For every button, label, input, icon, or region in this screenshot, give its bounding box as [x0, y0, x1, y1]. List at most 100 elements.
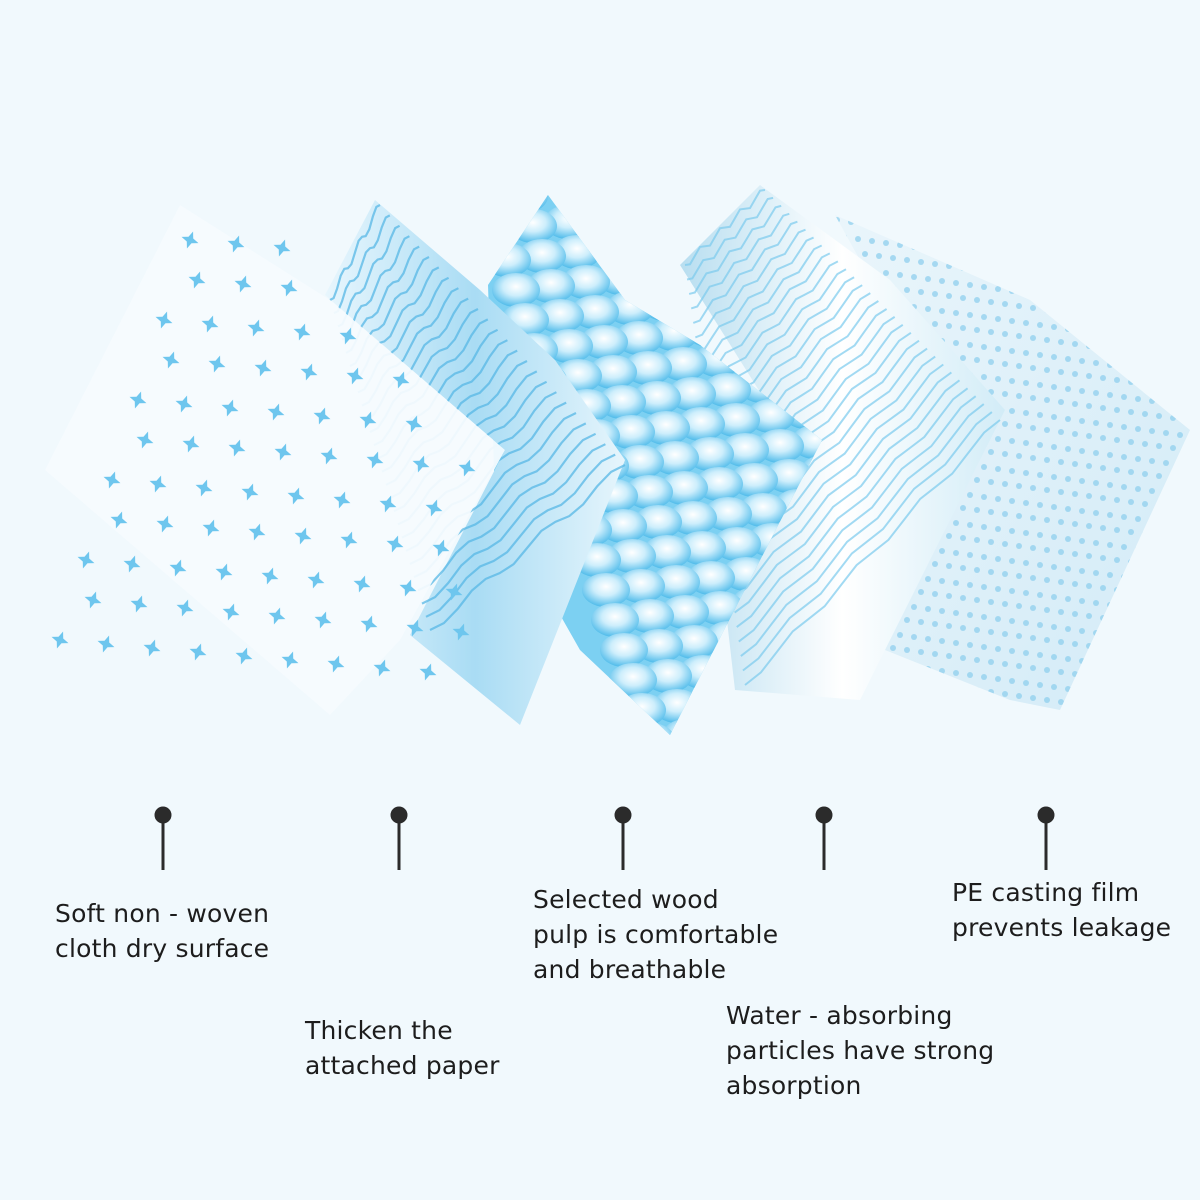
film-dot	[918, 619, 924, 625]
film-dot	[1030, 545, 1036, 551]
cloth-star	[77, 551, 95, 569]
film-dot	[1065, 446, 1071, 452]
film-dot	[1170, 625, 1176, 631]
film-dot	[1058, 489, 1064, 495]
film-dot	[1051, 654, 1057, 660]
cloth-star	[307, 571, 325, 589]
cloth-star	[340, 531, 358, 549]
film-dot	[967, 612, 973, 618]
film-dot	[953, 520, 959, 526]
cloth-star	[123, 555, 141, 573]
film-dot	[1156, 743, 1162, 749]
film-dot	[1142, 411, 1148, 417]
film-dot	[960, 715, 966, 721]
film-dot	[995, 646, 1001, 652]
pulp-bubble	[662, 719, 710, 735]
film-dot	[1128, 559, 1134, 565]
film-dot	[974, 717, 980, 723]
film-dot	[1030, 365, 1036, 371]
film-dot	[1149, 338, 1155, 344]
film-dot	[1163, 610, 1169, 616]
film-dot	[1093, 330, 1099, 336]
film-dot	[1170, 685, 1176, 691]
film-dot	[1093, 450, 1099, 456]
cloth-star-shape	[222, 603, 240, 621]
film-dot	[1086, 403, 1092, 409]
film-dot	[1086, 343, 1092, 349]
film-dot	[1121, 424, 1127, 430]
film-dot	[1009, 348, 1015, 354]
film-dot	[1142, 381, 1148, 387]
cloth-star-shape	[189, 643, 207, 661]
film-dot	[960, 685, 966, 691]
film-dot	[1149, 278, 1155, 284]
film-dot	[1009, 468, 1015, 474]
film-dot	[932, 711, 938, 717]
film-dot	[953, 340, 959, 346]
film-dot	[1044, 457, 1050, 463]
film-dot	[995, 466, 1001, 472]
pulp-bubble	[509, 209, 557, 243]
film-dot	[1163, 430, 1169, 436]
film-dot	[848, 699, 854, 705]
cloth-star-shape	[176, 599, 194, 617]
film-dot	[960, 625, 966, 631]
film-dot	[1072, 371, 1078, 377]
cloth-star-shape	[162, 351, 180, 369]
cloth-star	[280, 279, 298, 297]
absorbent-rib	[686, 196, 774, 281]
film-dot	[960, 235, 966, 241]
cloth-star-shape	[268, 607, 286, 625]
film-dot	[1156, 533, 1162, 539]
film-dot	[1079, 268, 1085, 274]
film-dot	[1093, 480, 1099, 486]
film-dot	[925, 636, 931, 642]
film-dot	[981, 704, 987, 710]
film-dot	[1065, 626, 1071, 632]
film-dot	[1037, 562, 1043, 568]
film-dot	[1135, 426, 1141, 432]
film-dot	[981, 554, 987, 560]
film-dot	[1016, 603, 1022, 609]
film-dot	[1149, 518, 1155, 524]
film-dot	[1086, 463, 1092, 469]
cloth-star	[248, 523, 266, 541]
cloth-star	[333, 491, 351, 509]
film-dot	[1016, 273, 1022, 279]
film-dot	[1100, 555, 1106, 561]
film-dot	[960, 355, 966, 361]
cloth-star-shape	[267, 403, 285, 421]
cloth-star	[189, 643, 207, 661]
film-dot	[1121, 334, 1127, 340]
film-dot	[1114, 377, 1120, 383]
film-dot	[1016, 453, 1022, 459]
absorbent-rib	[701, 252, 831, 382]
pulp-bubble	[855, 759, 903, 793]
film-dot	[1156, 503, 1162, 509]
film-dot	[925, 696, 931, 702]
film-dot	[1128, 499, 1134, 505]
pulp-bubble	[872, 695, 920, 729]
film-dot	[1107, 482, 1113, 488]
film-dot	[911, 634, 917, 640]
film-dot	[1037, 382, 1043, 388]
film-dot	[946, 713, 952, 719]
film-dot	[1065, 476, 1071, 482]
film-dot	[967, 312, 973, 318]
cloth-star	[195, 479, 213, 497]
film-dot	[974, 297, 980, 303]
pin-2	[390, 806, 408, 870]
film-dot	[939, 218, 945, 224]
film-dot	[1058, 309, 1064, 315]
film-dot	[1030, 425, 1036, 431]
cloth-star	[386, 535, 404, 553]
film-dot	[1065, 356, 1071, 362]
film-dot	[1065, 416, 1071, 422]
pulp-bubble	[908, 815, 956, 849]
film-dot	[1009, 528, 1015, 534]
film-dot	[1107, 422, 1113, 428]
film-dot	[1163, 670, 1169, 676]
cloth-star-shape	[221, 399, 239, 417]
film-dot	[1135, 246, 1141, 252]
